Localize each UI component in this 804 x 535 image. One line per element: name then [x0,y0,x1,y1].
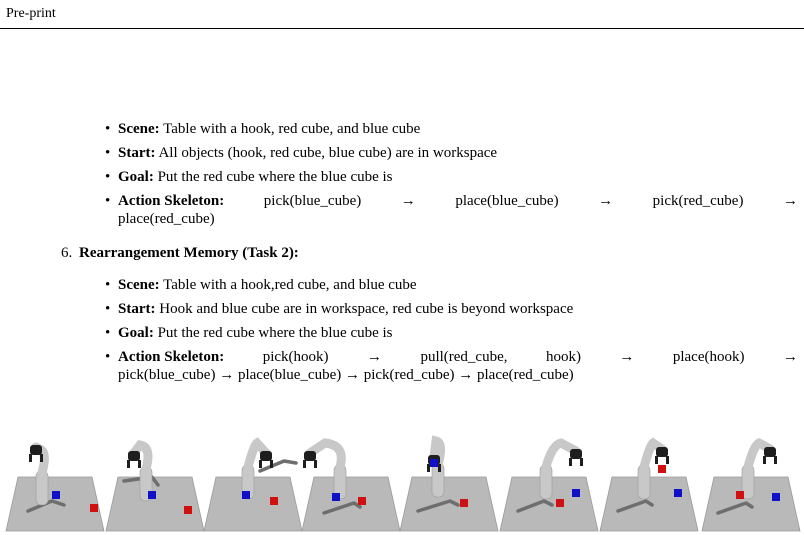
gripper-finger [314,460,317,468]
sim-panel-7 [599,437,699,532]
table-surface [105,476,205,532]
gripper-finger [303,460,306,468]
header-rule [0,28,804,29]
sim-panel-2 [105,440,205,532]
sim-panel-1 [5,442,105,532]
red-cube [358,497,366,505]
robot-arm [541,438,581,472]
hook [26,499,66,513]
red-cube [556,499,564,507]
blue-cube [52,491,60,499]
gripper [656,447,668,457]
gripper-finger [29,454,32,462]
bullet-dot: • [105,145,111,161]
task2-scene: Scene: Table with a hook,red cube, and b… [118,277,417,293]
bullet-dot: • [105,349,111,365]
red-cube [90,504,98,512]
red-cube [270,497,278,505]
bullet-dot: • [105,193,111,209]
sim-panel-5 [399,435,499,532]
gripper-finger [569,458,572,466]
red-cube [658,465,666,473]
sim-panel-3 [203,437,303,532]
gripper-finger [666,456,669,464]
blue-cube [430,459,438,467]
table-surface [5,476,105,532]
red-cube [184,506,192,514]
task2-number: 6. [61,245,73,261]
gripper-finger [127,460,130,468]
task2-skeleton: Action Skeleton: pick(hook) → pull(red_c… [118,349,798,383]
hook [716,501,754,515]
gripper-finger [774,456,777,464]
bullet-dot: • [105,277,111,293]
table-surface [399,476,499,532]
table-surface [701,476,801,532]
gripper [260,451,272,461]
robot-arm [743,438,775,472]
gripper [128,451,140,461]
gripper-finger [580,458,583,466]
blue-cube [674,489,682,497]
blue-cube [772,493,780,501]
task1-start: Start: All objects (hook, red cube, blue… [118,145,498,161]
gripper-finger [655,456,658,464]
robot-arm [305,438,346,472]
sim-panel-4 [301,438,401,532]
gripper-finger [270,460,273,468]
gripper [764,447,776,457]
bullet-dot: • [105,325,111,341]
hook [416,499,460,513]
blue-cube [148,491,156,499]
hook [258,459,298,473]
task2-goal: Goal: Put the red cube where the blue cu… [118,325,393,341]
robot-arm [129,440,153,474]
blue-cube [572,489,580,497]
gripper-finger [138,460,141,468]
bullet-dot: • [105,121,111,137]
gripper-finger [438,464,441,472]
running-head: Pre-print [6,6,56,21]
task1-goal: Goal: Put the red cube where the blue cu… [118,169,393,185]
blue-cube [332,493,340,501]
gripper [570,449,582,459]
hook [322,501,362,515]
gripper [30,445,42,455]
task1-skeleton: Action Skeleton: pick(blue_cube) → place… [118,193,798,227]
gripper-finger [259,460,262,468]
robot-arm [639,437,667,472]
blue-cube [242,491,250,499]
red-cube [736,491,744,499]
red-cube [460,499,468,507]
robot-arm [243,437,271,472]
robot-sequence-figure [5,435,801,532]
gripper-finger [40,454,43,462]
sim-panel-6 [499,438,599,532]
hook [616,499,654,513]
gripper [304,451,316,461]
gripper-finger [427,464,430,472]
task2-title: Rearrangement Memory (Task 2): [79,245,299,261]
gripper-finger [763,456,766,464]
bullet-dot: • [105,301,111,317]
sim-panel-8 [701,438,801,532]
task2-start: Start: Hook and blue cube are in workspa… [118,301,574,317]
bullet-dot: • [105,169,111,185]
task1-scene: Scene: Table with a hook, red cube, and … [118,121,421,137]
hook [516,499,554,513]
